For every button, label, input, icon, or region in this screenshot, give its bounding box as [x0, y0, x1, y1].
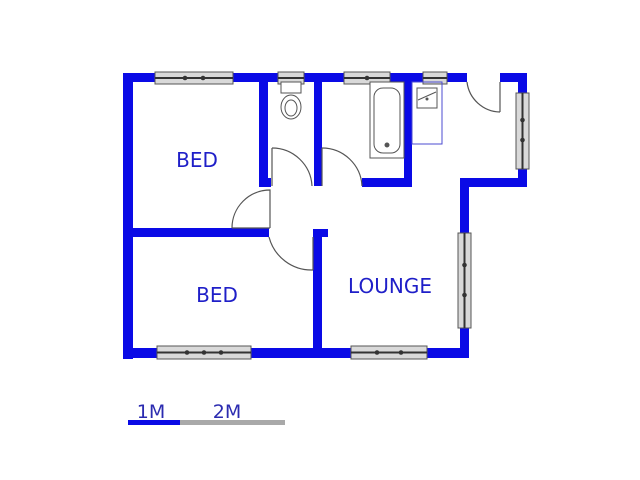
room-label-lounge: LOUNGE — [348, 274, 432, 298]
door-entrance — [466, 81, 501, 113]
wall-bed-lounge-cap — [313, 229, 328, 237]
kitchen-sink — [411, 81, 443, 145]
bathtub — [369, 81, 405, 159]
toilet — [280, 81, 302, 120]
wall-bed-lounge — [313, 229, 322, 358]
door-bed2 — [268, 236, 314, 271]
scale-label-1m: 1M — [137, 401, 165, 423]
window-bottom-lounge — [350, 345, 428, 360]
door-wc — [271, 147, 313, 187]
wall-left — [123, 73, 133, 359]
wall-bed-divider — [123, 228, 269, 237]
wall-wc-bath — [314, 73, 322, 186]
door-bath — [321, 147, 363, 187]
scale-bar: 1M 2M — [128, 401, 285, 425]
wall-bath-bottom — [362, 178, 411, 187]
scale-segment-blue — [128, 420, 180, 425]
toilet-bowl — [280, 94, 302, 120]
room-label-bed-2: BED — [196, 283, 238, 307]
wall-bath-right — [404, 82, 412, 187]
window-top-bath — [343, 71, 391, 85]
doors — [231, 81, 501, 271]
window-right-upper — [515, 92, 530, 170]
window-top-wc — [277, 71, 305, 85]
window-top-kitchen — [422, 71, 448, 85]
windows — [154, 71, 530, 360]
toilet-cistern — [280, 81, 302, 94]
door-bed1 — [231, 189, 271, 229]
room-label-bed-1: BED — [176, 148, 218, 172]
window-bottom-bed — [156, 345, 252, 360]
wall-top-right — [500, 73, 527, 82]
window-top-bed — [154, 71, 234, 85]
wall-step — [460, 178, 527, 187]
wall-bed-wc-foot — [259, 178, 271, 187]
scale-segment-grey — [180, 420, 285, 425]
wall-bed-wc — [259, 73, 268, 187]
wall-bottom — [123, 348, 469, 358]
window-right-lounge — [457, 232, 472, 329]
scale-label-2m: 2M — [213, 401, 241, 423]
